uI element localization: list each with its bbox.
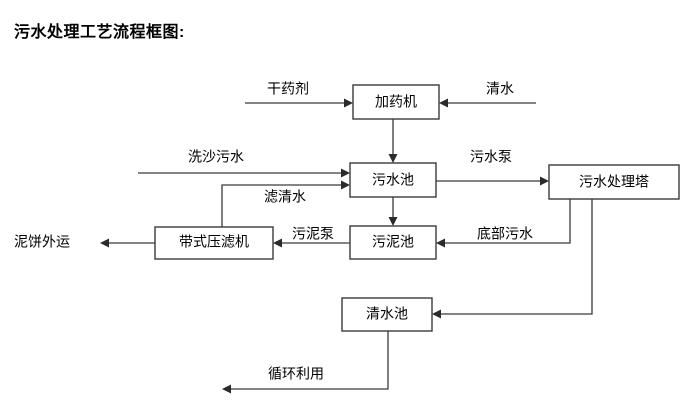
edge-label-filtered-clear-water: 滤清水 xyxy=(264,189,306,205)
terminal-label-mud-cake-out: 泥饼外运 xyxy=(14,234,70,250)
edge-dry-agent-to-dosing-machine xyxy=(245,98,353,108)
node-label-clean-water-pool: 清水池 xyxy=(366,306,408,322)
edge-belt-filter-press-to-sewage-pool xyxy=(221,180,350,227)
node-sludge-pool[interactable]: 污泥池 xyxy=(349,225,437,260)
node-label-belt-filter-press: 带式压滤机 xyxy=(179,234,249,250)
node-clean-water-pool[interactable]: 清水池 xyxy=(341,297,433,332)
edge-sewage-pool-to-sludge-pool xyxy=(388,197,398,226)
edge-sand-wash-sewage-to-sewage-pool xyxy=(138,168,350,178)
edge-sludge-pool-to-belt-filter-press xyxy=(273,238,350,248)
edge-dosing-machine-to-sewage-pool xyxy=(388,119,398,163)
edge-label-sand-wash-sewage: 洗沙污水 xyxy=(188,149,244,165)
edge-label-dry-agent: 干药剂 xyxy=(267,81,309,97)
edge-clean-water-pool-to-recycle xyxy=(222,331,389,394)
edge-label-recycle-use: 循环利用 xyxy=(268,366,324,382)
node-sewage-pool[interactable]: 污水池 xyxy=(349,162,437,198)
edge-label-clean-water-in: 清水 xyxy=(486,81,514,97)
edge-treatment-tower-to-sludge-pool xyxy=(436,199,571,248)
edge-label-sludge-pump: 污泥泵 xyxy=(292,226,334,242)
edge-label-sewage-pump: 污水泵 xyxy=(470,149,512,165)
node-belt-filter-press[interactable]: 带式压滤机 xyxy=(154,226,274,260)
page-title: 污水处理工艺流程框图: xyxy=(14,24,185,41)
node-treatment-tower[interactable]: 污水处理塔 xyxy=(548,164,680,200)
node-label-treatment-tower: 污水处理塔 xyxy=(579,174,649,190)
node-label-sludge-pool: 污泥池 xyxy=(372,234,414,250)
edge-label-bottom-sewage: 底部污水 xyxy=(477,226,533,242)
node-label-dosing-machine: 加药机 xyxy=(375,94,417,110)
node-label-sewage-pool: 污水池 xyxy=(372,172,414,188)
edge-sewage-pool-to-treatment-tower xyxy=(436,176,549,186)
node-dosing-machine[interactable]: 加药机 xyxy=(352,84,440,120)
edge-belt-filter-press-to-mud-cake-out xyxy=(100,238,155,248)
edge-clean-water-to-dosing-machine xyxy=(439,98,536,108)
edge-treatment-tower-to-clean-water-pool xyxy=(432,199,593,319)
